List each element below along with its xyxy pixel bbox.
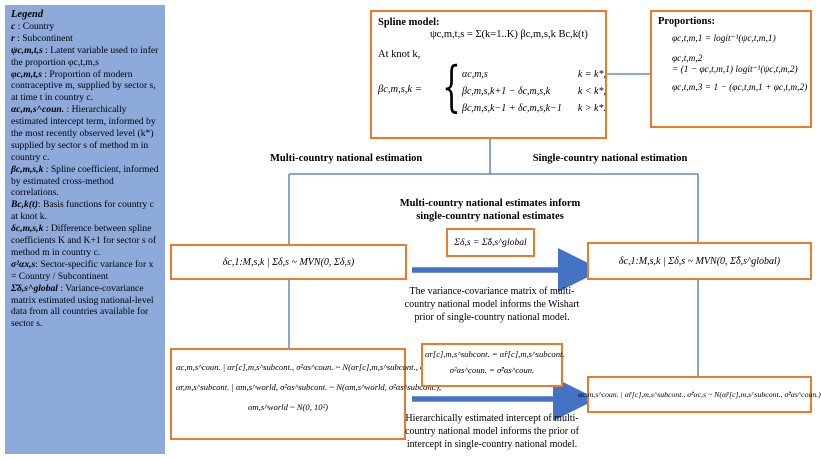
- legend-symbol: r: [11, 32, 15, 44]
- sigma-box: Σδ,s = Σ̂δ,s^global: [446, 228, 535, 257]
- beta-case-row: βc,m,s,k−1 + δc,m,s,k−1 k > k*.: [462, 100, 606, 117]
- alpha-mid-box: αr[c],m,s^subcont. = α̂r[c],m,s^subcont.…: [421, 343, 565, 387]
- beta-case-condition: k < k*,: [577, 86, 606, 97]
- legend-item: δc,m,s,k : Difference between spline coe…: [11, 223, 159, 259]
- proportions-eq1: φc,t,m,1 = logit⁻¹(ψc,t,m,1): [672, 34, 776, 44]
- proportions-eq3: φc,t,m,3 = 1 − (φc,t,m,1 + φc,t,m,2): [672, 83, 808, 93]
- beta-cases: αc,m,s k = k*, βc,m,s,k+1 − δc,m,s,k k < k*…: [462, 66, 606, 117]
- beta-case-row: αc,m,s k = k*,: [462, 66, 606, 83]
- legend-description: : Variance-covariance matrix estimated u…: [11, 282, 154, 330]
- intercept-caption-line1: Hierarchically estimated intercept of mu…: [405, 413, 579, 424]
- legend-item: φc,m,t,s : Proportion of modern contrace…: [11, 69, 159, 105]
- legend-description: : Latent variable used to infer the prop…: [11, 44, 159, 68]
- proportions-eq2b: = (1 − φc,t,m,1) logit⁻¹(ψc,t,m,2): [672, 65, 798, 75]
- alpha-left-box: αc,m,s^coun. | αr[c],m,s^subcont., σ²αs^…: [170, 348, 461, 440]
- legend-description: : Difference between spline coefficients…: [11, 223, 157, 258]
- beta-case-expression: βc,m,s,k−1 + δc,m,s,k−1: [462, 103, 562, 114]
- legend-item: Bc,k(t): Basis functions for country c a…: [11, 199, 159, 223]
- legend-description: : Country: [15, 21, 55, 33]
- alpha-mid-eq1: αr[c],m,s^subcont. = α̂r[c],m,s^subcont.: [425, 349, 565, 359]
- legend-item: σ²αx,s: Sector-specific variance for x =…: [11, 259, 159, 283]
- variance-caption-line2: country national model informs the Wisha…: [404, 298, 580, 310]
- intercept-caption-line2: country national model informs the prior…: [405, 425, 579, 437]
- proportions-title: Proportions:: [658, 16, 715, 27]
- legend-symbol: βc,m,s,k: [11, 163, 44, 175]
- legend-item: βc,m,s,k : Spline coefficient, informed …: [11, 164, 159, 200]
- center-heading-line1: Multi-country national estimates inform: [399, 198, 581, 209]
- beta-case-condition: k > k*.: [577, 103, 606, 114]
- alpha-left-eq2: αr,m,s^subcont. | αm,s^world, σ²αs^subco…: [176, 382, 442, 392]
- spline-formula: ψc,m,t,s = Σ(k=1..K) βc,m,s,k Bc,k(t): [430, 29, 588, 40]
- brace: {: [442, 55, 461, 118]
- delta-left-box: δc,1:M,s,k | Σδ,s ~ MVN(0, Σδ,s): [170, 244, 407, 280]
- multi-country-heading: Multi-country national estimation: [270, 153, 423, 164]
- legend-description: : Basis functions for country c at knot …: [11, 199, 154, 223]
- intercept-caption-line3: intercept in single-country national mod…: [406, 438, 578, 450]
- legend-symbol: σ²αx,s: [11, 258, 36, 270]
- spline-title: Spline model:: [378, 17, 440, 28]
- legend-symbol: Σ̂δ,s^global: [11, 282, 58, 294]
- delta-right-box: δc,1:M,s,k | Σδ,s ~ MVN(0, Σ̂δ,s^global): [587, 242, 812, 280]
- sigma-equation: Σδ,s = Σ̂δ,s^global: [454, 237, 527, 248]
- beta-case-expression: βc,m,s,k+1 − δc,m,s,k: [462, 86, 551, 97]
- alpha-right-box: αc,m,s^coun. | α̂r[c],m,s^subcont., σ̂²α…: [578, 376, 821, 413]
- legend-title: Legend: [11, 9, 44, 20]
- legend-description: : Hierarchically estimated intercept ter…: [11, 104, 156, 163]
- alpha-mid-eq2: σ²αs^coun. = σ̂²αs^coun.: [449, 365, 535, 375]
- legend-symbol: δc,m,s,k: [11, 223, 44, 235]
- proportions-eq2a: φc,t,m,2: [672, 54, 703, 64]
- legend-item: r : Subcontinent: [11, 33, 159, 45]
- legend-symbol: αc,m,s^coun.: [11, 104, 65, 116]
- delta-right-equation: δc,1:M,s,k | Σδ,s ~ MVN(0, Σ̂δ,s^global): [618, 255, 781, 267]
- legend-item: ψc,m,t,s : Latent variable used to infer…: [11, 45, 159, 69]
- legend-description: : Subcontinent: [14, 32, 73, 44]
- alpha-right-equation: αc,m,s^coun. | α̂r[c],m,s^subcont., σ̂²α…: [578, 390, 821, 399]
- legend-symbol: φc,m,t,s: [11, 68, 42, 80]
- intercept-caption: Hierarchically estimated intercept of mu…: [372, 413, 612, 451]
- legend-symbol: ψc,m,t,s: [11, 44, 43, 56]
- at-knot-label: At knot k,: [378, 49, 421, 60]
- legend-description: : Spline coefficient, informed by estima…: [11, 163, 159, 199]
- legend-item: c : Country: [11, 21, 159, 33]
- variance-caption-line1: The variance-covariance matrix of multi-: [409, 286, 575, 297]
- legend-symbol: Bc,k(t): [11, 199, 38, 211]
- legend-item: Σ̂δ,s^global : Variance-covariance matri…: [11, 283, 159, 331]
- spline-model-box: Spline model: ψc,m,t,s = Σ(k=1..K) βc,m,…: [370, 10, 607, 139]
- variance-caption: The variance-covariance matrix of multi-…: [372, 286, 612, 324]
- legend-description: : Proportion of modern contraceptive m, …: [11, 68, 156, 104]
- legend-description: : Sector-specific variance for x = Count…: [11, 258, 154, 282]
- delta-left-equation: δc,1:M,s,k | Σδ,s ~ MVN(0, Σδ,s): [222, 256, 355, 268]
- alpha-left-eq3: αm,s^world ~ N(0, 10²): [247, 402, 329, 412]
- legend-symbol: c: [11, 21, 16, 33]
- proportions-box: Proportions: φc,t,m,1 = logit⁻¹(ψc,t,m,1…: [650, 10, 812, 128]
- beta-case-row: βc,m,s,k+1 − δc,m,s,k k < k*,: [462, 83, 606, 100]
- beta-case-condition: k = k*,: [577, 69, 606, 80]
- beta-case-expression: αc,m,s: [462, 69, 488, 80]
- legend-item: αc,m,s^coun. : Hierarchically estimated …: [11, 104, 159, 163]
- center-heading-line2: single-country national estimates: [416, 211, 564, 222]
- single-country-heading: Single-country national estimation: [532, 153, 688, 164]
- alpha-left-eq1: αc,m,s^coun. | αr[c],m,s^subcont., σ²αs^…: [176, 362, 461, 372]
- variance-caption-line3: prior of single-country national model.: [414, 311, 570, 323]
- beta-lhs: βc,m,s,k =: [378, 84, 422, 95]
